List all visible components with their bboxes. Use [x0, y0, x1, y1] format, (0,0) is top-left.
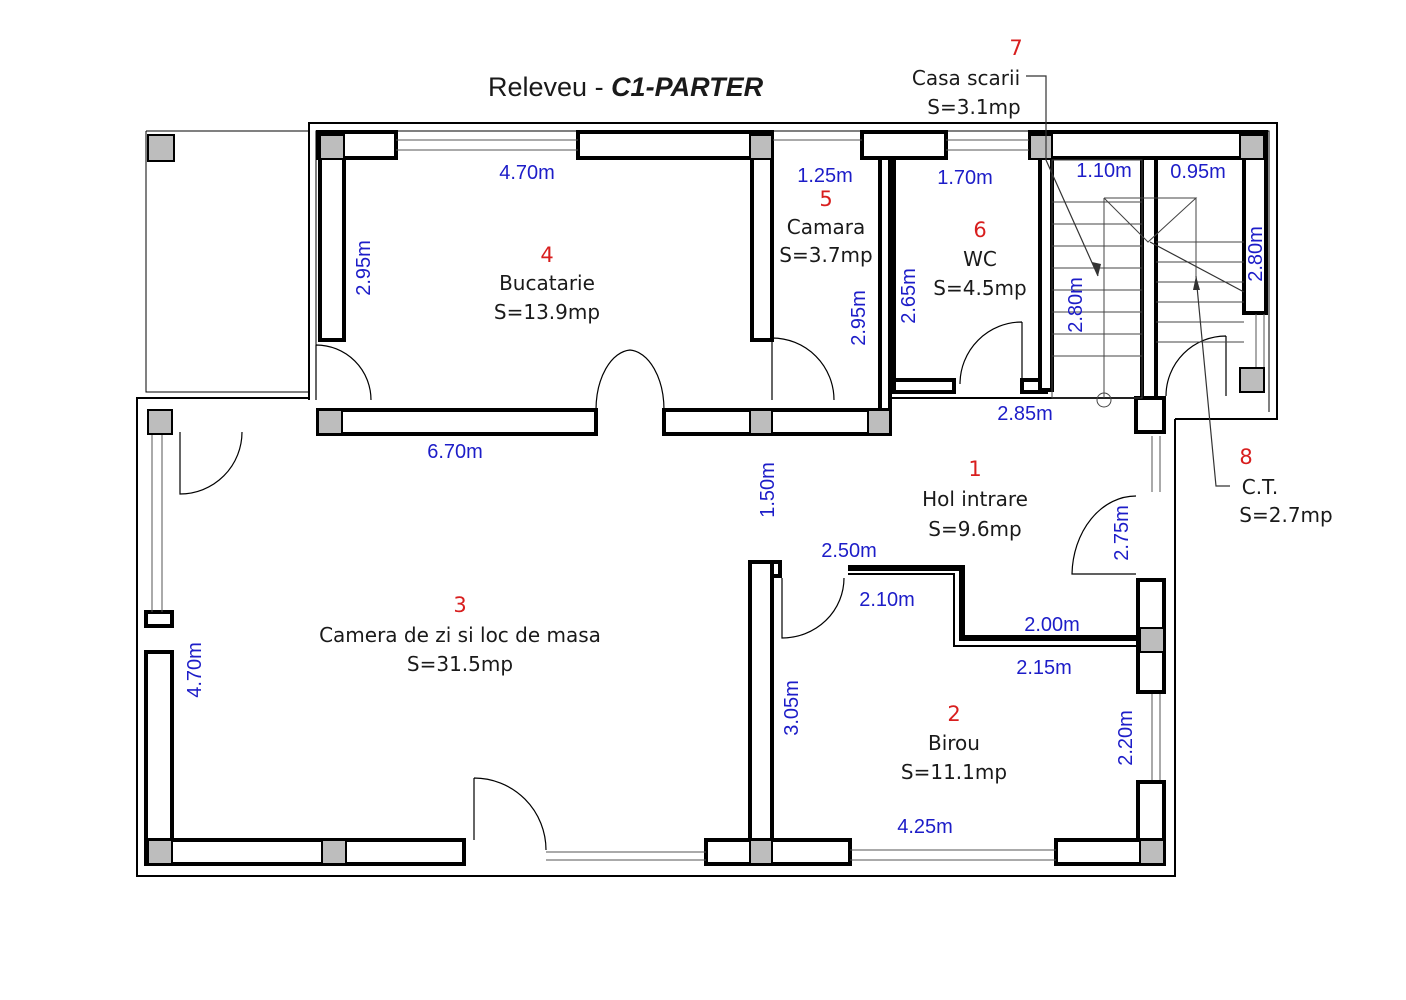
dim-stair-width-b: 0.95m: [1170, 161, 1226, 183]
leader-lines: [1026, 75, 1245, 487]
room-label-camara: 5 Camara S=3.7mp: [779, 187, 872, 267]
room-label-casa-scarii: 7 Casa scarii S=3.1mp: [912, 36, 1023, 119]
svg-text:S=2.7mp: S=2.7mp: [1239, 503, 1332, 527]
room-label-hol: 1 Hol intrare S=9.6mp: [922, 457, 1028, 541]
svg-text:5: 5: [819, 187, 832, 211]
room-label-living: 3 Camera de zi si loc de masa S=31.5mp: [319, 593, 601, 676]
dim-bucatarie-width: 4.70m: [499, 162, 555, 184]
svg-text:4: 4: [540, 243, 553, 267]
svg-text:S=13.9mp: S=13.9mp: [494, 300, 600, 324]
dim-hol-bottom: 2.50m: [821, 540, 877, 562]
svg-text:Hol intrare: Hol intrare: [922, 487, 1028, 511]
svg-text:7: 7: [1009, 36, 1022, 60]
svg-text:S=11.1mp: S=11.1mp: [901, 760, 1007, 784]
staircase: [1051, 159, 1244, 408]
svg-text:3: 3: [453, 593, 466, 617]
building-outline: [136, 122, 1278, 877]
dim-hol-width: 2.85m: [997, 403, 1053, 425]
dim-stair-width-a: 1.10m: [1076, 160, 1132, 182]
dim-birou-bottom: 4.25m: [897, 816, 953, 838]
room-label-ct: 8 C.T. S=2.7mp: [1239, 445, 1332, 527]
svg-text:Casa scarii: Casa scarii: [912, 66, 1020, 90]
room-label-bucatarie: 4 Bucatarie S=13.9mp: [494, 243, 600, 324]
svg-text:Camera de zi si loc de masa: Camera de zi si loc de masa: [319, 623, 601, 647]
svg-text:S=9.6mp: S=9.6mp: [928, 517, 1021, 541]
svg-text:1: 1: [968, 457, 981, 481]
svg-text:8: 8: [1239, 445, 1252, 469]
dim-hol-opening: 1.50m: [757, 462, 779, 518]
dim-ct-height: 2.80m: [1245, 226, 1267, 282]
svg-text:S=3.1mp: S=3.1mp: [927, 95, 1020, 119]
plan-title: Releveu - C1-PARTER: [488, 72, 764, 102]
svg-text:S=3.7mp: S=3.7mp: [779, 243, 872, 267]
svg-text:2: 2: [947, 702, 960, 726]
dim-camara-width: 1.25m: [797, 165, 853, 187]
dim-birou-top: 2.15m: [1016, 657, 1072, 679]
svg-text:Camara: Camara: [787, 215, 865, 239]
room-label-wc: 6 WC S=4.5mp: [933, 218, 1026, 300]
svg-text:C.T.: C.T.: [1242, 475, 1279, 499]
columns: [147, 134, 1265, 865]
dim-stair-length: 2.80m: [1065, 277, 1087, 333]
dimension-labels: 4.70m 1.25m 1.70m 1.10m 0.95m 2.85m 6.70…: [184, 160, 1267, 838]
room-label-birou: 2 Birou S=11.1mp: [901, 702, 1007, 784]
dim-hol-step: 2.00m: [1024, 614, 1080, 636]
svg-text:S=31.5mp: S=31.5mp: [407, 652, 513, 676]
svg-text:6: 6: [973, 218, 986, 242]
dim-wc-height: 2.65m: [898, 268, 920, 324]
dim-birou-left: 3.05m: [781, 680, 803, 736]
dim-wc-width: 1.70m: [937, 167, 993, 189]
svg-text:Bucatarie: Bucatarie: [499, 271, 595, 295]
dim-hol-depth: 2.75m: [1111, 505, 1133, 561]
dim-birou-right: 2.20m: [1115, 710, 1137, 766]
dim-living-left: 4.70m: [184, 642, 206, 698]
dim-camara-height: 2.95m: [848, 290, 870, 346]
dim-hol-inner: 2.10m: [859, 589, 915, 611]
svg-text:S=4.5mp: S=4.5mp: [933, 276, 1026, 300]
top-walls: [316, 130, 1268, 160]
svg-text:WC: WC: [963, 247, 997, 271]
dim-bucatarie-height: 2.95m: [353, 240, 375, 296]
svg-text:Birou: Birou: [928, 731, 980, 755]
doors: [179, 321, 1227, 851]
dim-living-top: 6.70m: [427, 441, 483, 463]
